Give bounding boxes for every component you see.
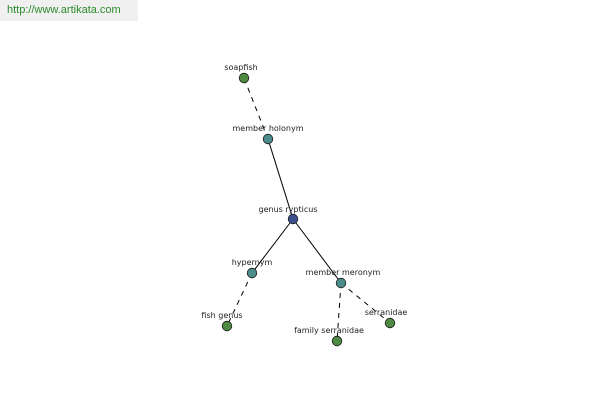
node-circle-holonym[interactable] — [262, 133, 274, 145]
node-label-soapfish: soapfish — [224, 63, 257, 72]
node-circle-fishgenus[interactable] — [221, 320, 233, 332]
node-label-fishgenus: fish genus — [201, 311, 242, 320]
node-label-holonym: member holonym — [232, 124, 303, 133]
node-genus[interactable]: genus rypticus — [259, 205, 318, 225]
site-url-banner: http://www.artikata.com — [0, 0, 138, 21]
node-circle-famserr[interactable] — [331, 335, 343, 347]
edges-layer — [226, 77, 391, 342]
edge-genus-holonym — [267, 138, 294, 220]
node-label-genus: genus rypticus — [259, 205, 318, 214]
node-meronym[interactable]: member meronym — [306, 268, 381, 289]
node-circle-soapfish[interactable] — [238, 72, 250, 84]
node-famserr[interactable]: family serranidae — [294, 326, 364, 347]
edge-genus-hypernym — [251, 218, 294, 274]
node-label-hypernym: hypernym — [232, 258, 273, 267]
node-circle-genus[interactable] — [287, 213, 299, 225]
site-url-link[interactable]: http://www.artikata.com — [7, 4, 121, 16]
node-circle-hypernym[interactable] — [246, 267, 258, 279]
nodes-layer: genus rypticus member holonym hypernym memb… — [201, 63, 408, 347]
node-serranidae[interactable]: serranidae — [365, 308, 408, 329]
node-fishgenus[interactable]: fish genus — [201, 311, 243, 332]
node-circle-meronym[interactable] — [335, 277, 347, 289]
node-hypernym[interactable]: hypernym — [232, 258, 273, 279]
node-label-famserr: family serranidae — [294, 326, 364, 335]
edge-meronym-serranidae — [340, 282, 391, 324]
node-holonym[interactable]: member holonym — [232, 124, 304, 145]
node-label-serranidae: serranidae — [365, 308, 408, 317]
node-circle-serranidae[interactable] — [384, 317, 396, 329]
edge-genus-meronym — [292, 218, 342, 284]
node-soapfish[interactable]: soapfish — [224, 63, 258, 84]
node-label-meronym: member meronym — [306, 268, 381, 277]
edge-holonym-soapfish — [243, 77, 269, 140]
